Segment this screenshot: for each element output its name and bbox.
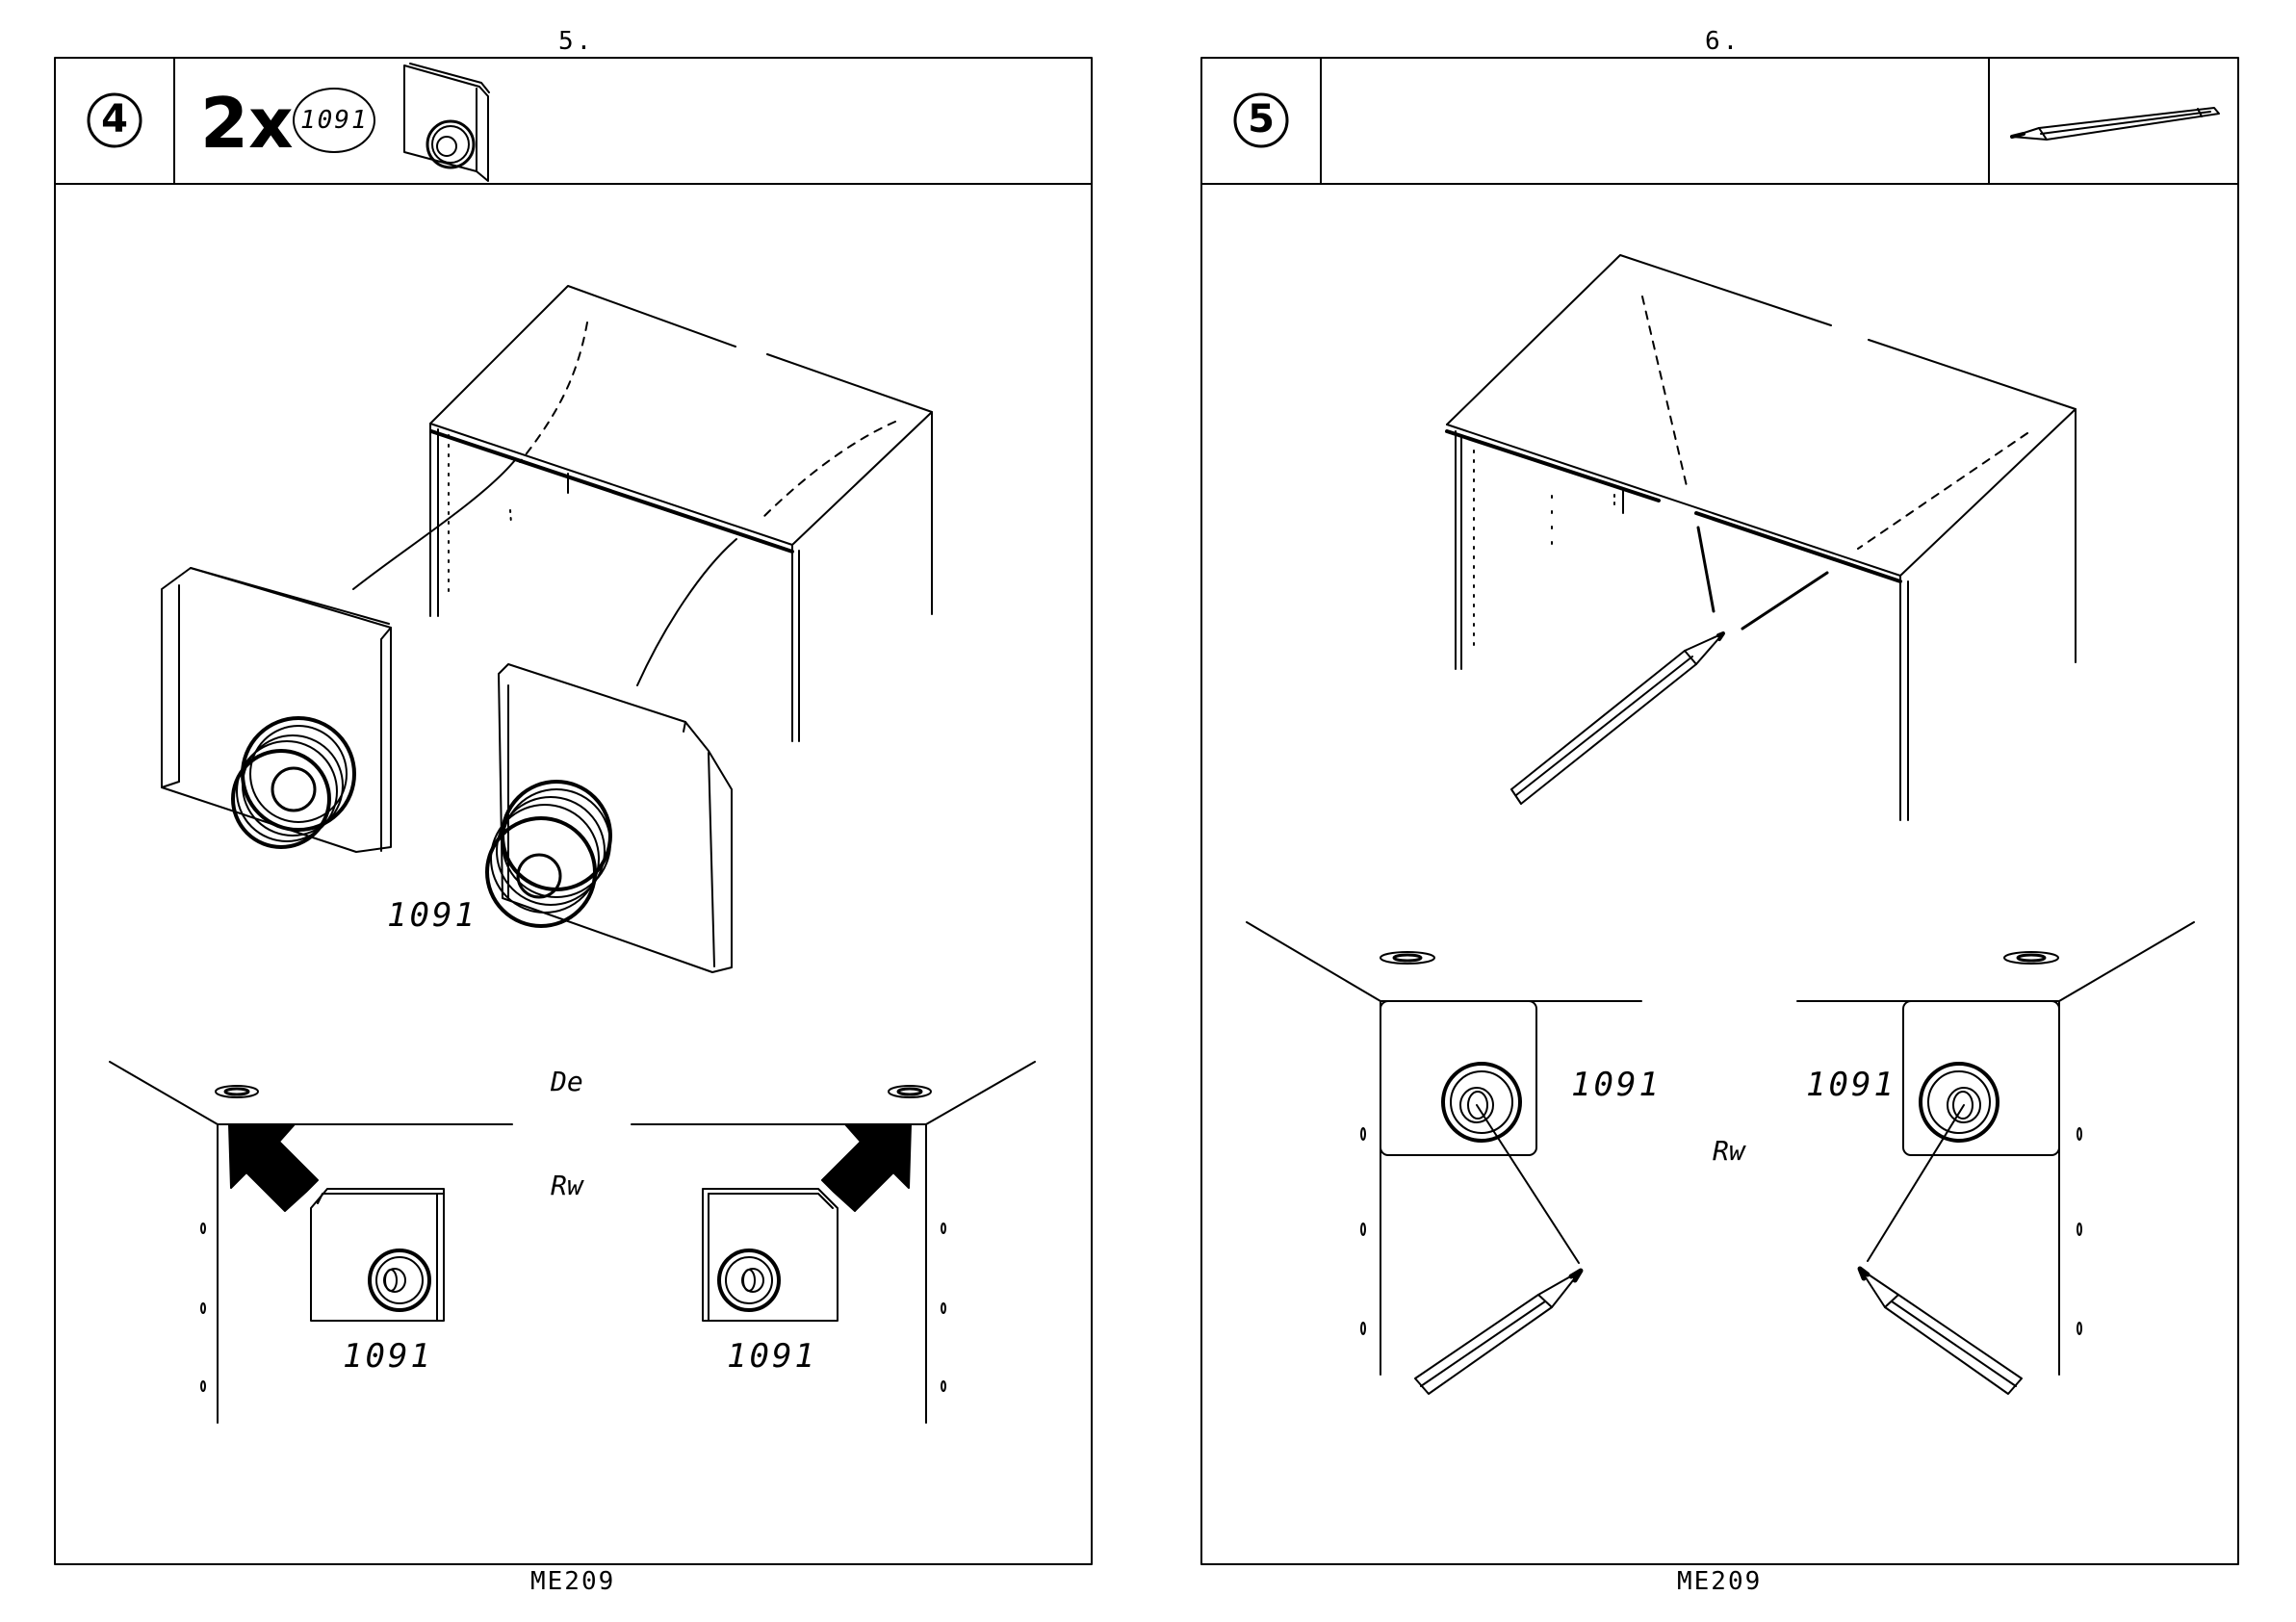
fitting-right-marking: [1860, 1001, 2059, 1394]
fitting-right-small: [703, 1189, 838, 1321]
footer-code: ME209: [530, 1569, 615, 1594]
arrow-icon: [822, 1124, 911, 1211]
arrow-icon: [229, 1124, 318, 1211]
table-top-page6: [1447, 255, 2076, 820]
label-rw: Rw: [551, 1172, 583, 1199]
step-number: 5: [1232, 100, 1290, 139]
fitting-exploded-right: [487, 664, 732, 972]
fitting-left-small: [311, 1189, 444, 1321]
quantity-label: 2x: [200, 89, 294, 158]
table-top-page5: [353, 286, 932, 741]
label-rw: Rw: [1713, 1138, 1745, 1165]
fitting-exploded-left: [162, 568, 391, 852]
part-label-left: 1091: [1571, 1068, 1662, 1101]
step-number: 4: [86, 100, 143, 139]
page-number: 6.: [1705, 29, 1741, 54]
part-label-right: 1091: [1806, 1068, 1896, 1101]
part-number: 1091: [300, 108, 369, 133]
corner-detail-page5: [110, 1062, 1035, 1423]
pencil-icon: [2012, 108, 2219, 140]
page-6-frame: [1201, 58, 2238, 1564]
part-label-right: 1091: [727, 1340, 817, 1373]
part-label: 1091: [387, 899, 477, 932]
part-label-left: 1091: [343, 1340, 433, 1373]
page-5-frame: [55, 58, 1092, 1564]
page-number: 5.: [558, 29, 594, 54]
footer-code: ME209: [1677, 1569, 1762, 1594]
label-de: De: [551, 1068, 583, 1095]
fitting-left-marking: [1380, 1001, 1581, 1394]
fitting-icon: [404, 64, 489, 181]
